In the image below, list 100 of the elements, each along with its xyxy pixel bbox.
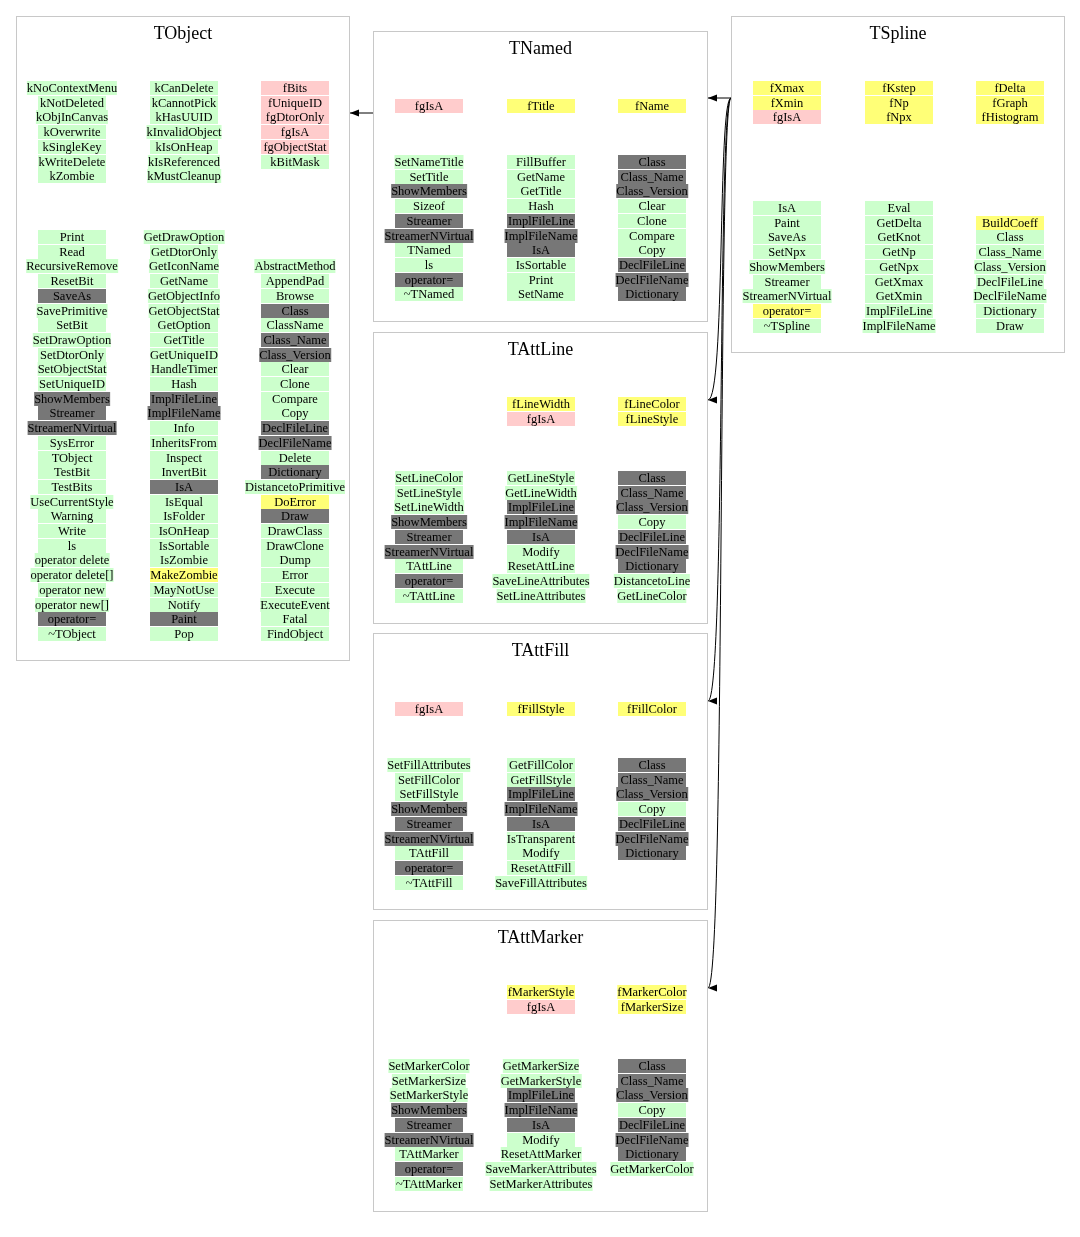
method-cell: GetXmin <box>865 289 933 304</box>
method-cell: ShowMembers <box>391 515 467 530</box>
method-cell: TAttMarker <box>395 1147 463 1162</box>
method-cell: Write <box>38 524 106 538</box>
method-cell: ~TAttLine <box>395 588 463 603</box>
method-cell: Notify <box>150 597 218 612</box>
method-cell: TObject <box>38 450 106 465</box>
method-cell: ~TSpline <box>753 318 821 333</box>
method-cell: ExecuteEvent <box>260 597 330 612</box>
method-cell: MakeZombie <box>150 568 218 583</box>
method-cell: ShowMembers <box>749 259 825 274</box>
method-cell: Copy <box>618 1103 686 1118</box>
method-cell: Dictionary <box>976 303 1044 318</box>
method-cell: Class <box>618 758 686 772</box>
data-member-cell: kOverwrite <box>38 125 106 140</box>
method-cell: Eval <box>865 201 933 215</box>
method-cell: DeclFileLine <box>618 816 686 831</box>
method-cell: GetName <box>150 274 218 289</box>
method-cell: DistancetoLine <box>613 573 691 588</box>
method-cell: IsA <box>507 529 575 544</box>
data-member-cell: kWriteDelete <box>38 154 106 169</box>
data-member-cell: fgDtorOnly <box>261 110 329 125</box>
method-cell: StreamerNVirtual <box>384 831 474 846</box>
method-cell: Hash <box>150 377 218 391</box>
method-cell: GetFillStyle <box>507 772 575 787</box>
method-cell: Print <box>38 230 106 244</box>
method-cell: DeclFileName <box>615 1132 689 1147</box>
method-cell: GetUniqueID <box>150 347 218 362</box>
method-cell: Dictionary <box>618 559 686 574</box>
method-cell: SaveAs <box>38 288 106 303</box>
method-cell: ls <box>38 538 106 553</box>
method-cell: Dictionary <box>618 846 686 861</box>
method-cell: IsA <box>753 201 821 215</box>
method-cell: operator delete <box>34 553 110 568</box>
method-cell: FindObject <box>261 626 329 641</box>
method-cell: SetNameTitle <box>394 155 464 169</box>
method-cell: Warning <box>38 509 106 524</box>
method-cell: SavePrimitive <box>36 303 108 318</box>
method-cell: Modify <box>507 1132 575 1147</box>
data-member-cell: kCanDelete <box>150 81 218 95</box>
method-cell: Class_Version <box>974 259 1046 274</box>
method-cell: Clone <box>618 213 686 228</box>
data-member-cell: fName <box>618 99 686 113</box>
method-cell: Info <box>150 421 218 436</box>
method-cell: Class_Version <box>616 787 688 802</box>
method-cell: ShowMembers <box>391 184 467 199</box>
method-cell: GetTitle <box>507 184 575 199</box>
method-cell: SetLineWidth <box>394 500 464 515</box>
method-cell: Dictionary <box>618 287 686 302</box>
method-cell: UseCurrentStyle <box>30 494 114 509</box>
data-member-cell: fMarkerSize <box>618 999 686 1014</box>
method-cell: AppendPad <box>261 274 329 289</box>
method-cell: SetMarkerColor <box>388 1059 470 1073</box>
inheritance-arrow <box>349 109 374 117</box>
method-cell: Compare <box>261 391 329 406</box>
method-cell: HandleTimer <box>150 362 218 377</box>
method-cell: GetDrawOption <box>143 230 225 244</box>
method-cell: Paint <box>150 612 218 627</box>
method-cell: SetTitle <box>395 169 463 184</box>
data-member-cell: fHistogram <box>976 110 1044 125</box>
method-cell: Class_Name <box>618 169 686 184</box>
data-member-cell: kMustCleanup <box>147 169 221 184</box>
method-cell: Streamer <box>395 816 463 831</box>
method-cell: Copy <box>261 406 329 421</box>
data-member-cell: fNpx <box>865 110 933 125</box>
method-cell: ImplFileLine <box>507 500 575 515</box>
method-cell: Sizeof <box>395 199 463 214</box>
method-cell: TNamed <box>395 243 463 258</box>
method-cell: IsTransparent <box>506 831 576 846</box>
method-cell: operator new <box>38 582 106 597</box>
method-cell: GetMarkerStyle <box>500 1073 582 1088</box>
class-title: TNamed <box>509 38 572 58</box>
inheritance-arrow <box>706 97 732 989</box>
method-cell: IsSortable <box>507 257 575 272</box>
method-cell: ImplFileName <box>504 228 578 243</box>
method-cell: Dump <box>261 553 329 568</box>
method-cell: BuildCoeff <box>976 215 1044 230</box>
method-cell: GetLineStyle <box>507 471 575 485</box>
data-member-cell: fBits <box>261 81 329 95</box>
method-cell: Delete <box>261 450 329 465</box>
method-cell: IsFolder <box>150 509 218 524</box>
method-cell: Modify <box>507 846 575 861</box>
method-cell: ResetAttFill <box>507 860 575 875</box>
method-cell: SetUniqueID <box>38 377 106 391</box>
data-member-cell: fTitle <box>507 99 575 113</box>
method-cell: SetLineStyle <box>395 485 463 500</box>
data-member-cell: fLineColor <box>618 397 686 411</box>
method-cell: IsOnHeap <box>150 524 218 538</box>
method-cell: ImplFileName <box>147 406 221 421</box>
method-cell: DeclFileName <box>258 435 332 450</box>
method-cell: Streamer <box>395 1117 463 1132</box>
method-cell: Streamer <box>395 529 463 544</box>
method-cell: ImplFileName <box>504 1103 578 1118</box>
method-cell: ~TObject <box>38 626 106 641</box>
data-member-cell: fGraph <box>976 95 1044 110</box>
data-member-cell: kSingleKey <box>38 139 106 154</box>
method-cell: Modify <box>507 544 575 559</box>
method-cell: RecursiveRemove <box>26 259 118 274</box>
method-cell: Class_Name <box>261 332 329 347</box>
method-cell: operator= <box>395 860 463 875</box>
